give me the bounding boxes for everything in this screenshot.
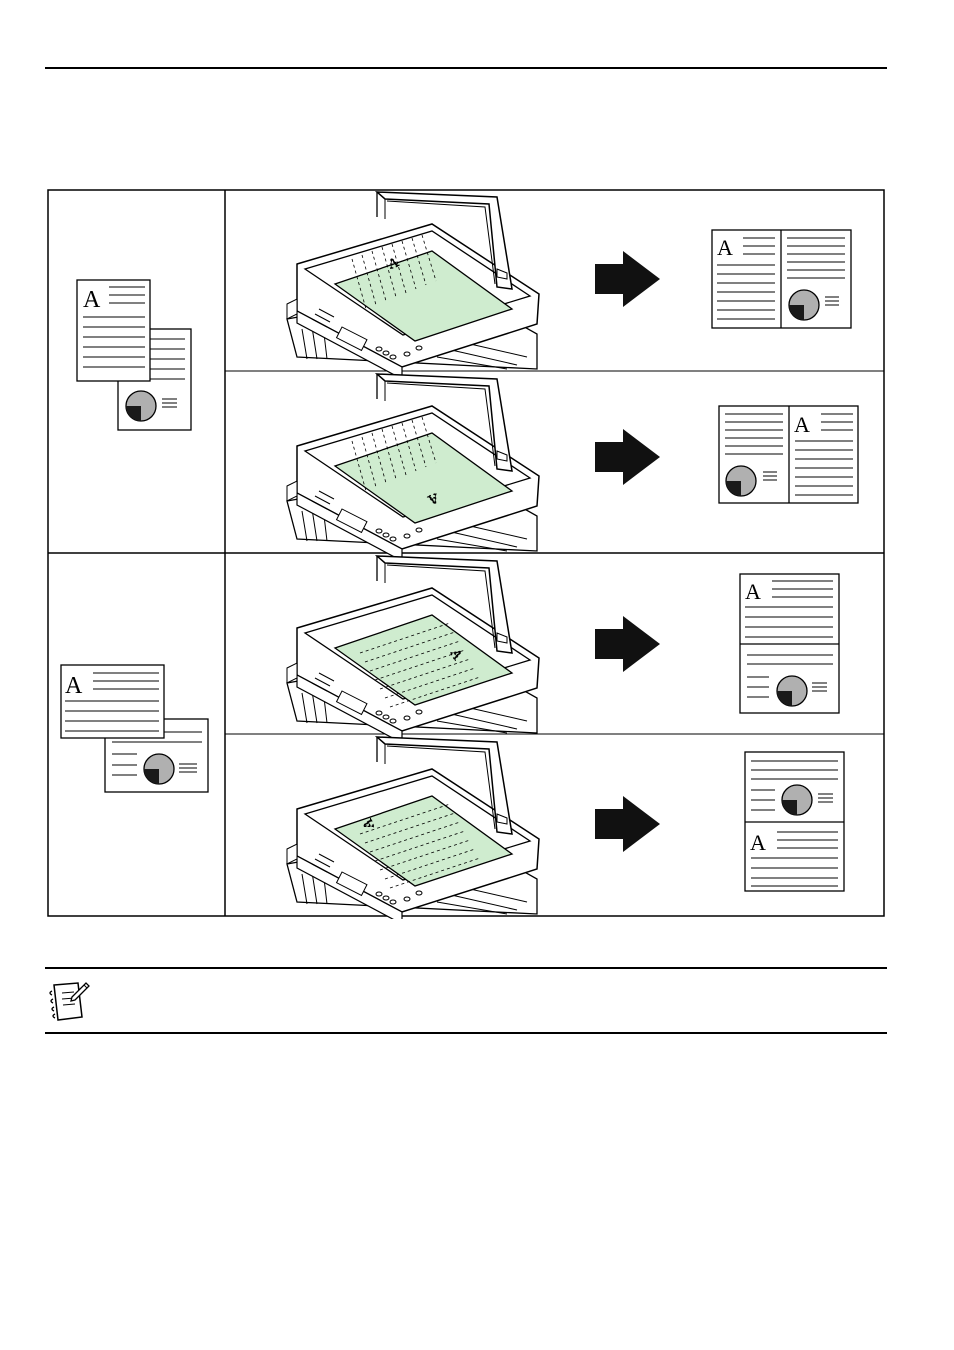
scan-row-3: A A: [286, 555, 840, 744]
combine-layout-diagram: A A A: [47, 189, 885, 919]
scan-row-2: A A: [286, 373, 859, 562]
scan-row-4: A A: [286, 736, 845, 919]
result-layout-4: A: [744, 751, 845, 892]
doc-letter: A: [83, 287, 101, 313]
scan-row-1: A A: [286, 191, 852, 380]
note-bottom-rule: [45, 1032, 887, 1034]
copier-icon: [286, 373, 540, 562]
landscape-originals: A: [60, 664, 209, 793]
right-arrow-icon: [595, 251, 660, 307]
svg-text:A: A: [717, 235, 733, 260]
right-arrow-icon: [595, 616, 660, 672]
result-layout-1: A: [711, 229, 852, 329]
copier-icon: [286, 555, 540, 744]
note-top-rule: [45, 967, 887, 969]
svg-text:A: A: [745, 579, 761, 604]
note-icon: [49, 982, 90, 1021]
portrait-originals: A: [76, 279, 192, 431]
copier-icon: [286, 191, 540, 380]
doc-letter: A: [65, 673, 83, 699]
right-arrow-icon: [595, 429, 660, 485]
header-rule: [45, 67, 887, 69]
right-arrow-icon: [595, 796, 660, 852]
result-layout-2: A: [718, 405, 859, 504]
svg-text:A: A: [750, 830, 766, 855]
svg-text:A: A: [794, 412, 810, 437]
result-layout-3: A: [739, 573, 840, 714]
copier-icon: [286, 736, 540, 919]
